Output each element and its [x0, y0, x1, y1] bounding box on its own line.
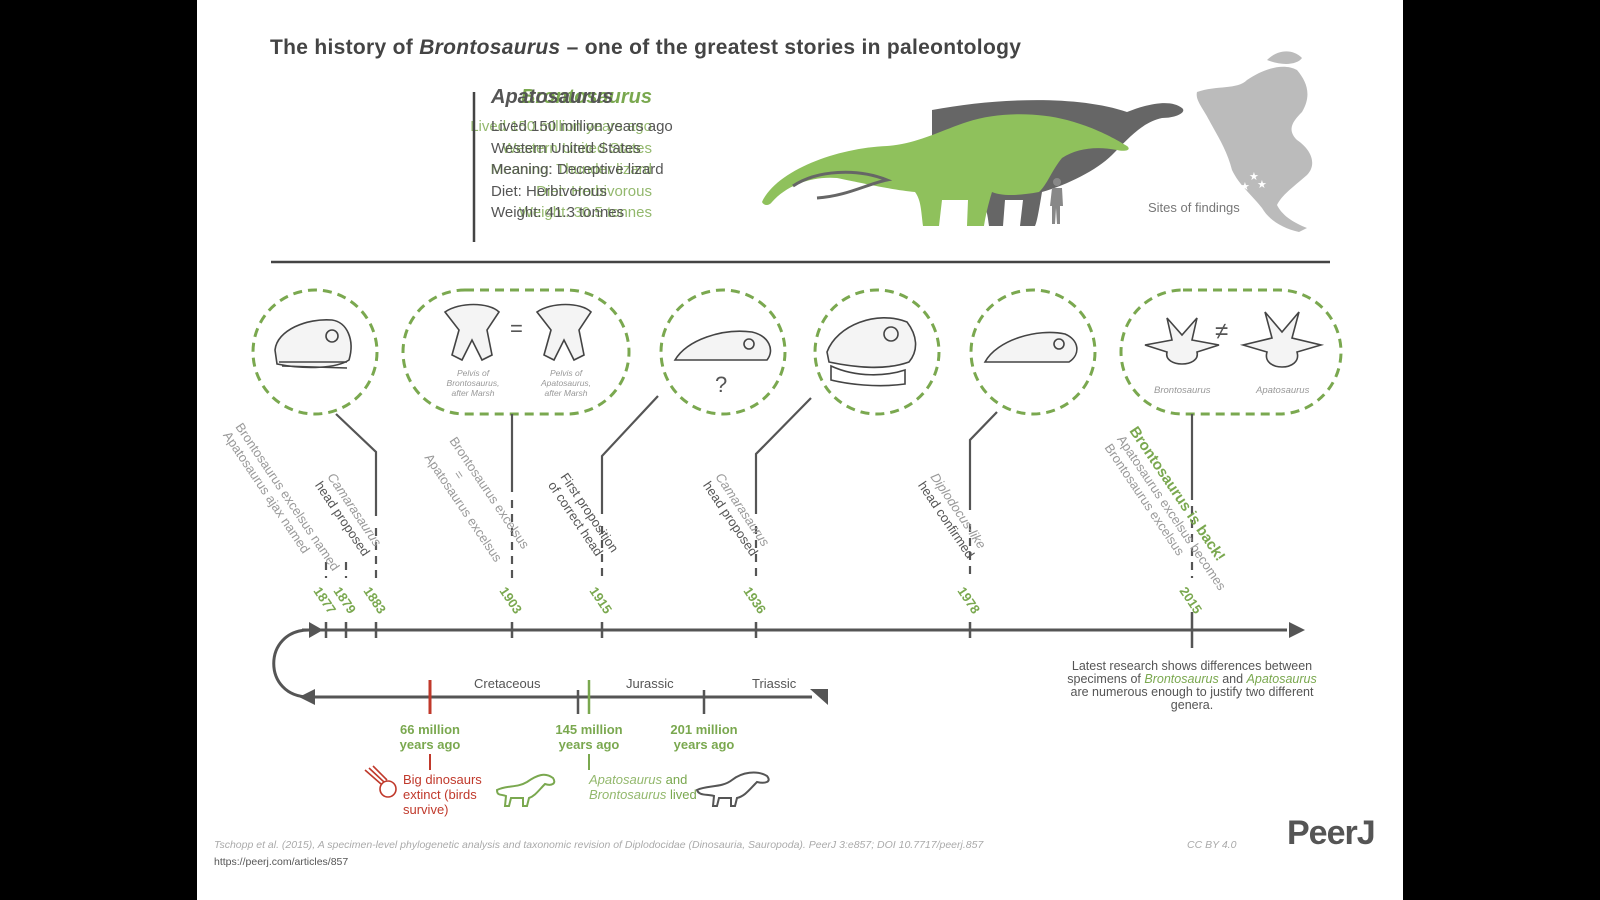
pelvis-apatosaurus-icon — [535, 303, 593, 362]
era-jurassic: Jurassic — [626, 676, 674, 691]
lived-note: Apatosaurus and Brontosaurus lived — [589, 772, 697, 802]
vertebra-brontosaurus-icon — [1144, 317, 1220, 365]
connector-1883 — [335, 413, 378, 516]
camarasaurus-skull-icon — [274, 319, 352, 369]
fact-meaning: Meaning: Deceptive lizard — [491, 161, 664, 178]
fact-weight: Weight: 41.3 tonnes — [491, 204, 625, 221]
year-ticks — [324, 500, 1194, 578]
finding-site-stars-icon: ★ ★ ★ — [1240, 171, 1267, 193]
connector-1915 — [600, 395, 659, 514]
timeline-arrow-icon — [1289, 622, 1305, 638]
fact-diet: Diet: Herbivorous — [491, 182, 607, 200]
infographic-card: The history of Brontosaurus – one of the… — [197, 0, 1403, 900]
map-label: Sites of findings — [1148, 200, 1240, 215]
fact-meaning: Meaning: Thunder lizard — [490, 161, 652, 178]
camarasaurus-skull-icon-2 — [826, 317, 917, 387]
brontosaurus-facts: Lived 150 million years ago Western Unit… — [470, 116, 652, 224]
vertebra-apatosaurus-icon — [1239, 311, 1325, 368]
vertebra-label-brontosaurus: Brontosaurus — [1154, 385, 1211, 396]
vertebra-label-apatosaurus: Apatosaurus — [1256, 385, 1310, 396]
timeline-loop — [272, 628, 310, 699]
question-mark: ? — [715, 372, 728, 397]
license: CC BY 4.0 — [1187, 839, 1237, 851]
apatosaurus-facts: Lived 150 million years ago Western Unit… — [491, 116, 673, 224]
small-sauropod-gray-icon — [695, 771, 770, 807]
timeline-marks — [324, 612, 1194, 648]
page-title: The history of Brontosaurus – one of the… — [270, 36, 1022, 59]
connector-1936 — [754, 397, 812, 514]
brontosaurus-silhouette-icon — [762, 114, 1129, 226]
apatosaurus-heading: Apatosaurus — [491, 86, 614, 108]
peerj-logo: PeerJ — [1287, 814, 1376, 852]
fact-location: Western United States — [502, 139, 652, 157]
article-url[interactable]: https://peerj.com/articles/857 — [214, 856, 349, 868]
fact-lived: Lived 150 million years ago — [470, 118, 652, 135]
research-note: Latest research shows differences betwee… — [1067, 659, 1317, 712]
geologic-end-icon — [810, 689, 828, 705]
fact-lived: Lived 150 million years ago — [491, 118, 673, 135]
small-sauropod-green-icon — [495, 773, 556, 807]
era-cretaceous: Cretaceous — [474, 676, 541, 691]
apatosaurus-tail-icon — [792, 170, 893, 200]
svg-text:★: ★ — [1249, 171, 1259, 183]
north-america-map-icon — [1196, 51, 1313, 232]
fact-weight: Weight: 30.5 tonnes — [518, 204, 652, 221]
meteor-icon — [364, 765, 397, 798]
bronto-skull-icon — [673, 330, 772, 361]
diplodocus-skull-icon — [983, 331, 1078, 363]
not-equal-sign: ≠ — [1215, 318, 1229, 345]
era-triassic: Triassic — [752, 676, 797, 691]
human-scale-icon — [1050, 178, 1063, 224]
loop-arrow-top-icon — [309, 622, 323, 638]
bubble-vertebra-comparison — [1119, 288, 1343, 416]
fact-location: Western United States — [491, 139, 641, 157]
diagram-graphics: ★ ★ ★ — [251, 51, 1343, 807]
fact-diet: Diet: Herbivorous — [536, 182, 652, 200]
connector-1978 — [968, 411, 998, 510]
connectors — [335, 395, 1194, 516]
pelvis-brontosaurus-icon — [443, 303, 501, 362]
brontosaurus-heading: Brontosaurus — [520, 86, 652, 108]
citation: Tschopp et al. (2015), A specimen-level … — [214, 839, 984, 851]
equals-sign: = — [510, 316, 523, 341]
svg-text:★: ★ — [1240, 181, 1250, 193]
svg-text:★: ★ — [1257, 179, 1267, 191]
